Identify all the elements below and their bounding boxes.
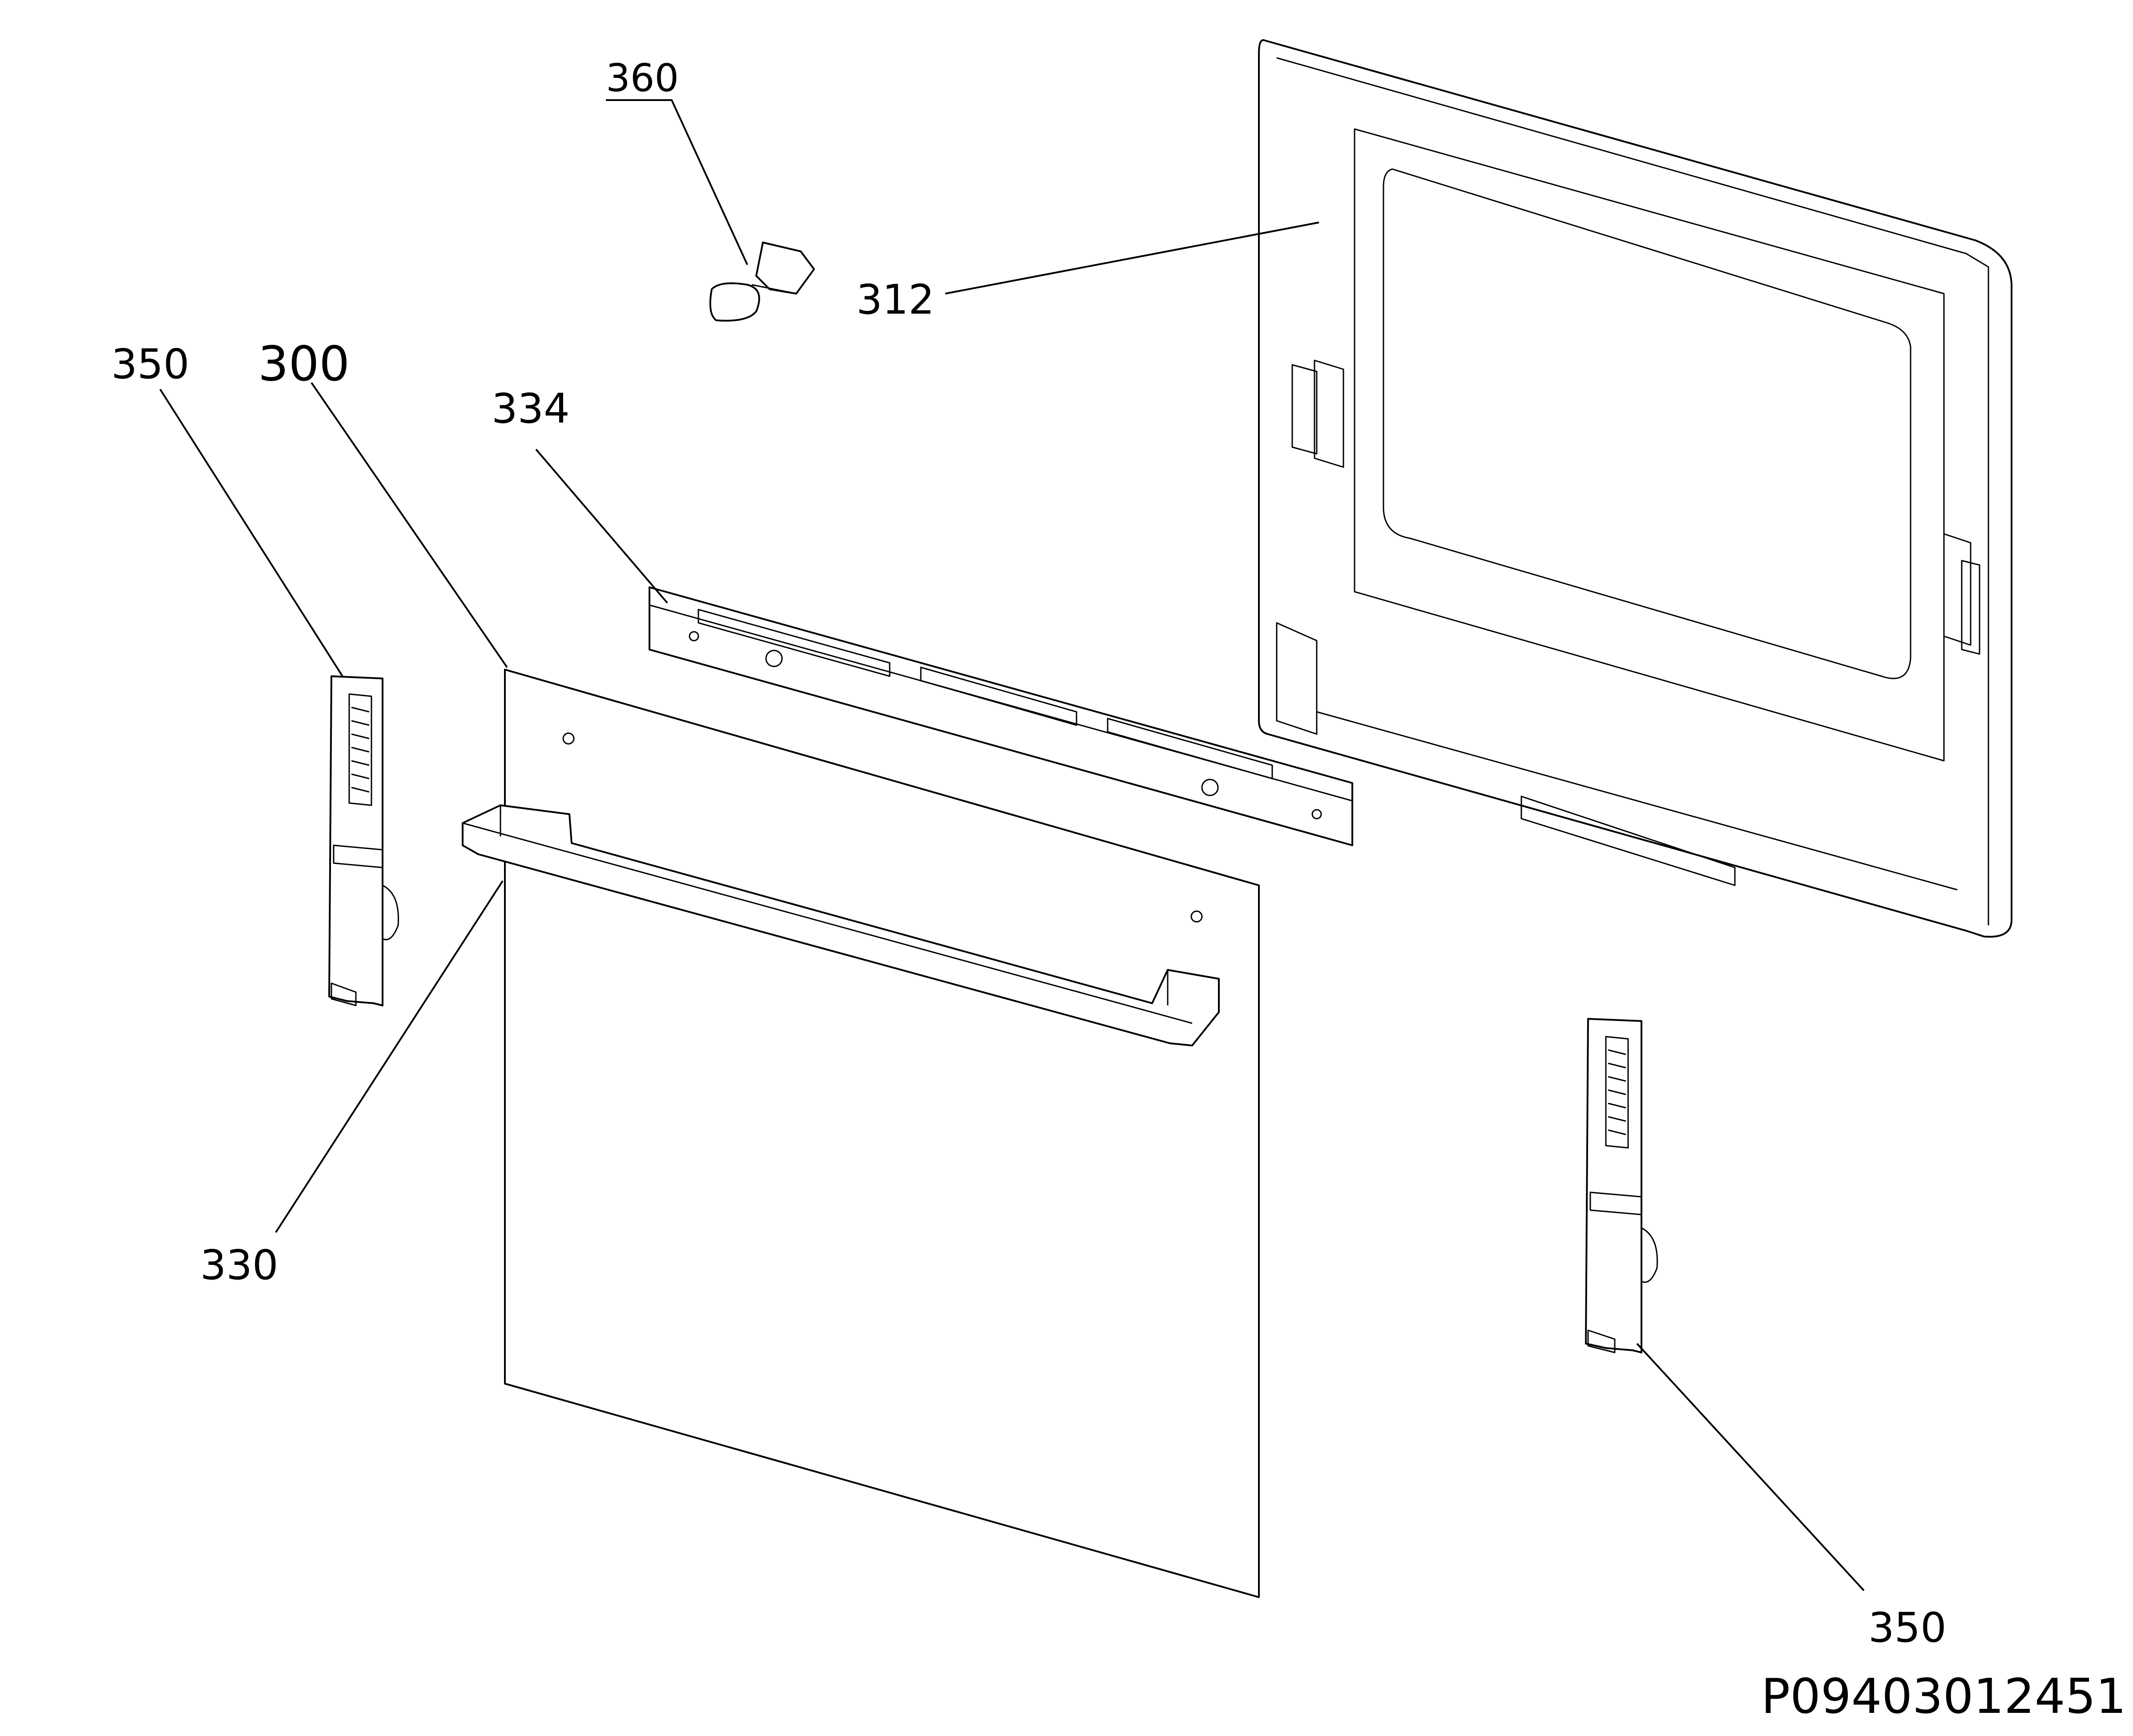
drawing-number: P09403012451 xyxy=(1761,1669,2126,1724)
leader-312 xyxy=(945,222,1319,295)
part-360-clip xyxy=(709,242,815,322)
part-312-inner-door-frame xyxy=(1258,39,2012,938)
leader-330 xyxy=(275,880,504,1233)
part-330-handle xyxy=(462,804,1220,1046)
leader-360 xyxy=(606,99,748,265)
leader-350-right xyxy=(1636,1343,1865,1591)
callout-312: 312 xyxy=(856,276,935,323)
callout-300: 300 xyxy=(258,336,350,392)
leader-lines xyxy=(159,99,1865,1591)
callout-330: 330 xyxy=(200,1241,278,1289)
leader-300 xyxy=(310,382,508,668)
part-334-top-rail xyxy=(649,586,1353,846)
callout-labels: 360 312 350 300 334 330 350 P09403012451 xyxy=(111,56,2126,1724)
leader-350-left xyxy=(159,388,343,677)
part-350-hinge-left xyxy=(328,675,399,1006)
callout-334: 334 xyxy=(492,385,570,432)
leader-334 xyxy=(535,448,668,604)
callout-360: 360 xyxy=(606,56,679,101)
part-350-hinge-right xyxy=(1585,1018,1658,1353)
part-300-outer-door-panel xyxy=(504,669,1260,1598)
callout-350-right: 350 xyxy=(1868,1604,1947,1651)
callout-350-left: 350 xyxy=(111,340,190,388)
